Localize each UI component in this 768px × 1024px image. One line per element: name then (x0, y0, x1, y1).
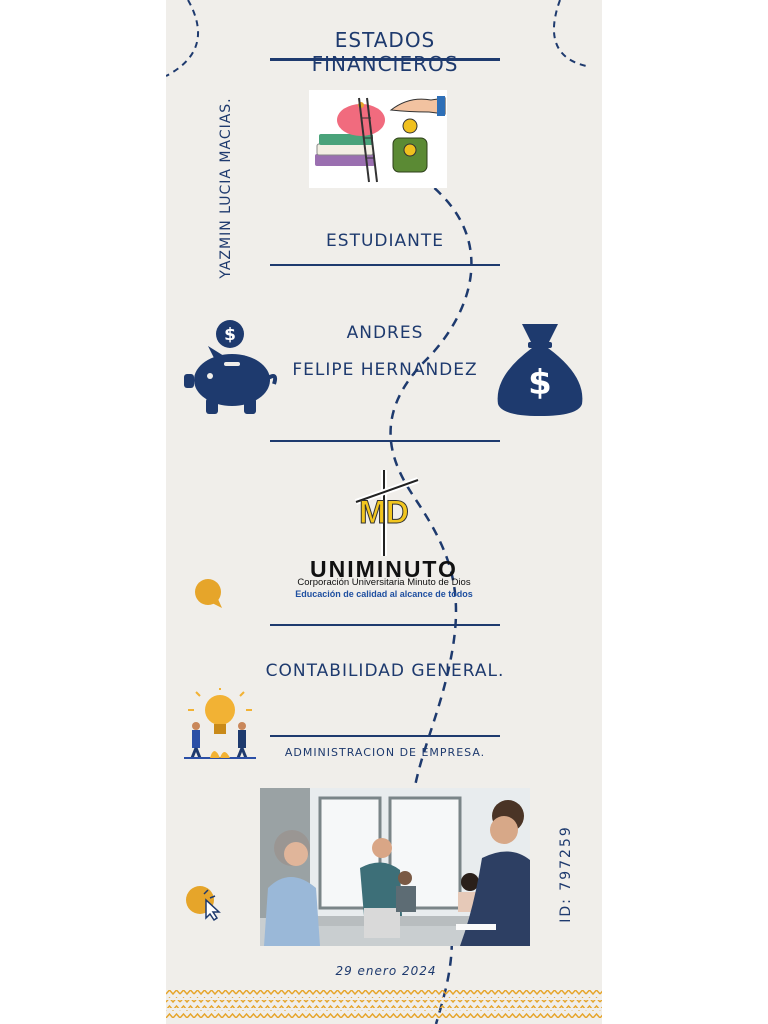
student-name: YAZMIN LUCIA MACIAS. (218, 97, 234, 279)
md-cross-mark (354, 470, 420, 556)
title-underline (270, 58, 500, 61)
zigzag-border (166, 990, 602, 1018)
date-label: 29 enero 2024 (335, 964, 437, 978)
cursor-click-icon (186, 886, 221, 922)
logo-tagline: Educación de calidad al alcance de todos (295, 589, 473, 599)
page-title: ESTADOS FINANCIEROS (311, 28, 459, 76)
money-bag-icon: $ (497, 324, 583, 416)
course-name: CONTABILIDAD GENERAL. (265, 661, 505, 681)
corner-curve-top-left (166, 0, 200, 77)
svg-text:$: $ (224, 325, 236, 345)
piggy-bank-icon: $ (184, 320, 278, 414)
program-name: ADMINISTRACION DE EMPRESA. (284, 746, 486, 759)
student-id: ID: 797259 (558, 825, 574, 923)
logo-mark: MD (359, 494, 410, 531)
corner-curve-top-right (552, 0, 587, 67)
course-underline (270, 735, 500, 737)
meeting-photo (260, 788, 530, 946)
finance-illustration (309, 90, 447, 188)
role-label: ESTUDIANTE (326, 231, 444, 251)
svg-text:$: $ (528, 363, 552, 403)
chat-bubble-icon (195, 579, 222, 608)
teacher-first-name: ANDRES (346, 323, 424, 343)
logo-name: UNIMINUTO (310, 556, 458, 582)
role-underline (270, 264, 500, 266)
logo-subtitle: Corporación Universitaria Minuto de Dios (297, 577, 471, 588)
teacher-last-name: FELIPE HERNANDEZ (292, 360, 478, 380)
uniminuto-logo: MD UNIMINUTO Corporación Universitaria M… (278, 466, 490, 606)
poster-page: ESTADOS FINANCIEROS YAZMIN LUCIA MACIAS.… (166, 0, 602, 1024)
lightbulb-team-icon (184, 688, 256, 759)
logo-underline (270, 624, 500, 626)
teacher-underline (270, 440, 500, 442)
